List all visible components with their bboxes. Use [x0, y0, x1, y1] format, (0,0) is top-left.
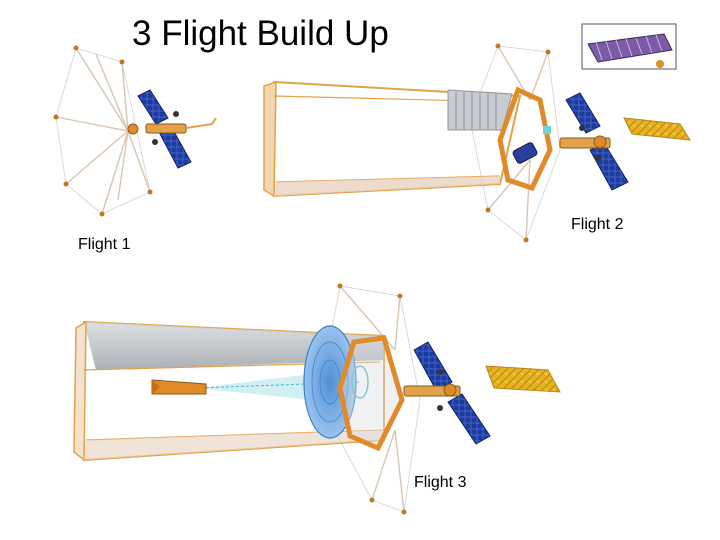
slide-title: 3 Flight Build Up	[132, 14, 389, 53]
spacecraft-flight3-icon	[73, 283, 561, 515]
flight-2-label: Flight 2	[571, 216, 624, 233]
spacecraft-flight1-icon	[53, 45, 217, 217]
spacecraft-flight2-icon	[263, 43, 691, 243]
flight-3-label: Flight 3	[414, 474, 467, 491]
flight-1-label: Flight 1	[78, 236, 131, 253]
inset-thumbnail-icon	[581, 23, 677, 70]
